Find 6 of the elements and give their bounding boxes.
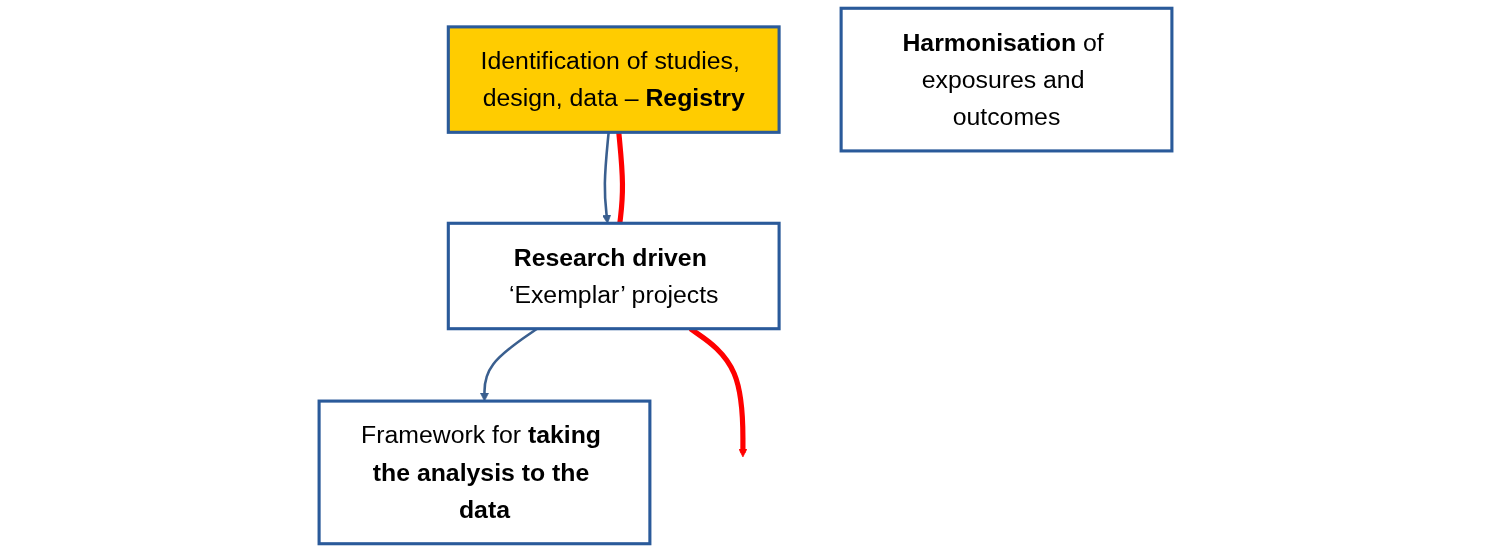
node-box: Framework for taking the analysis to the data xyxy=(317,399,652,546)
node-box: Research driven ‘Exemplar’ projects xyxy=(446,221,781,331)
arrow xyxy=(602,132,612,224)
connector xyxy=(616,132,626,224)
node-box: Harmonisation of exposures and outcomes xyxy=(839,6,1174,153)
node-box: Identification of studies, design, data – Registry xyxy=(446,25,781,134)
